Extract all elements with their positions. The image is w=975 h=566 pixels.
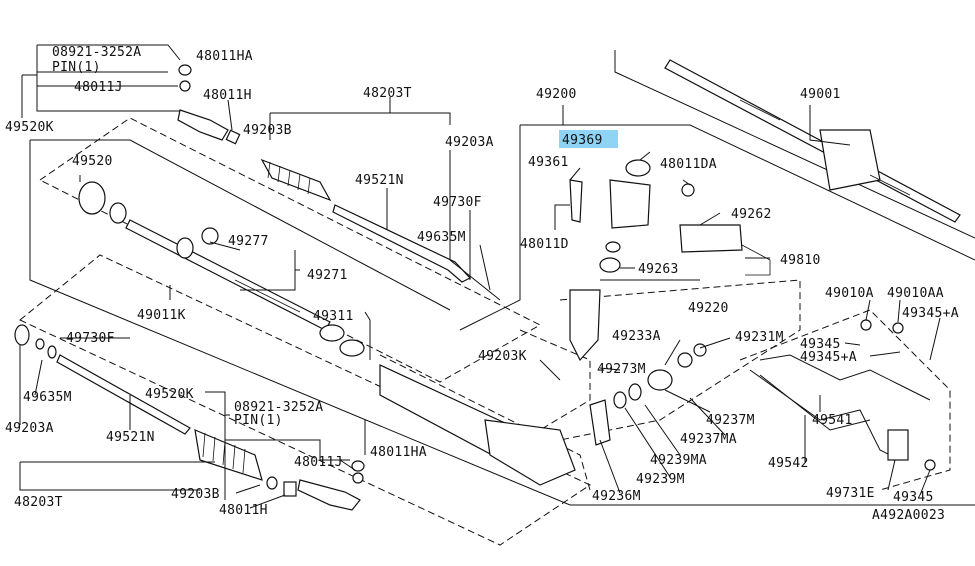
reference-code: A492A0023 (872, 508, 945, 523)
highlight-49369 (559, 130, 618, 148)
label-49521N-left[interactable]: 49521N (106, 430, 155, 445)
label-49231M[interactable]: 49231M (735, 330, 784, 345)
label-49237MA[interactable]: 49237MA (680, 432, 737, 447)
label-48203T-top[interactable]: 48203T (363, 86, 412, 101)
label-49730F-left[interactable]: 49730F (66, 331, 115, 346)
label-49635M-top[interactable]: 49635M (417, 230, 466, 245)
label-49731E[interactable]: 49731E (826, 486, 875, 501)
label-49203B-top[interactable]: 49203B (243, 123, 292, 138)
label-49010A[interactable]: 49010A (825, 286, 874, 301)
label-49635M-left[interactable]: 49635M (23, 390, 72, 405)
dashed-boundaries (19, 117, 951, 546)
label-49345-mid[interactable]: 49345 (800, 337, 841, 352)
part-labels: 08921-3252A PIN(1) 48011HA 48011J 48011H… (5, 45, 959, 523)
label-08921-bottom[interactable]: 08921-3252A (234, 400, 323, 415)
label-49220[interactable]: 49220 (688, 301, 729, 316)
label-49345-bottom[interactable]: 49345 (893, 490, 934, 505)
label-49236M[interactable]: 49236M (592, 489, 641, 504)
label-49203B-bottom[interactable]: 49203B (171, 487, 220, 502)
label-08921-top[interactable]: 08921-3252A (52, 45, 141, 60)
label-49520K-top[interactable]: 49520K (5, 120, 54, 135)
label-49361[interactable]: 49361 (528, 155, 569, 170)
label-48011HA-bottom[interactable]: 48011HA (370, 445, 427, 460)
parts-drawing (14, 59, 961, 511)
label-48011DA[interactable]: 48011DA (660, 157, 717, 172)
label-49520K-bottom[interactable]: 49520K (145, 387, 194, 402)
label-49521N-top[interactable]: 49521N (355, 173, 404, 188)
label-49200[interactable]: 49200 (536, 87, 577, 102)
label-49001[interactable]: 49001 (800, 87, 841, 102)
label-49369[interactable]: 49369 (562, 133, 603, 148)
label-48011H-top[interactable]: 48011H (203, 88, 252, 103)
label-49010AA[interactable]: 49010AA (887, 286, 944, 301)
label-pin-top: PIN(1) (52, 60, 101, 75)
label-49810[interactable]: 49810 (780, 253, 821, 268)
label-49203A-left[interactable]: 49203A (5, 421, 54, 436)
label-49239M[interactable]: 49239M (636, 472, 685, 487)
label-49345A-mid[interactable]: 49345+A (800, 350, 857, 365)
label-49239MA[interactable]: 49239MA (650, 453, 707, 468)
label-48203T-bottom[interactable]: 48203T (14, 495, 63, 510)
label-49542[interactable]: 49542 (768, 456, 809, 471)
label-49233A[interactable]: 49233A (612, 329, 661, 344)
label-49730F-top[interactable]: 49730F (433, 195, 482, 210)
label-49262[interactable]: 49262 (731, 207, 772, 222)
label-pin-bottom: PIN(1) (234, 413, 283, 428)
label-48011J-top[interactable]: 48011J (74, 80, 123, 95)
leader-lines (19, 44, 941, 509)
frame-lines (29, 50, 975, 506)
label-48011D[interactable]: 48011D (520, 237, 569, 252)
label-49271[interactable]: 49271 (307, 268, 348, 283)
label-49520-top[interactable]: 49520 (72, 154, 113, 169)
label-48011J-bottom[interactable]: 48011J (294, 455, 343, 470)
label-48011HA-top[interactable]: 48011HA (196, 49, 253, 64)
label-49011K[interactable]: 49011K (137, 308, 186, 323)
label-49203K[interactable]: 49203K (478, 349, 527, 364)
label-49263[interactable]: 49263 (638, 262, 679, 277)
label-49203A-top[interactable]: 49203A (445, 135, 494, 150)
label-48011H-bottom[interactable]: 48011H (219, 503, 268, 518)
label-49311[interactable]: 49311 (313, 309, 354, 324)
label-49273M[interactable]: 49273M (597, 362, 646, 377)
label-49541[interactable]: 49541 (812, 413, 853, 428)
label-49237M[interactable]: 49237M (706, 413, 755, 428)
label-49345A-right[interactable]: 49345+A (902, 306, 959, 321)
label-49277[interactable]: 49277 (228, 234, 269, 249)
